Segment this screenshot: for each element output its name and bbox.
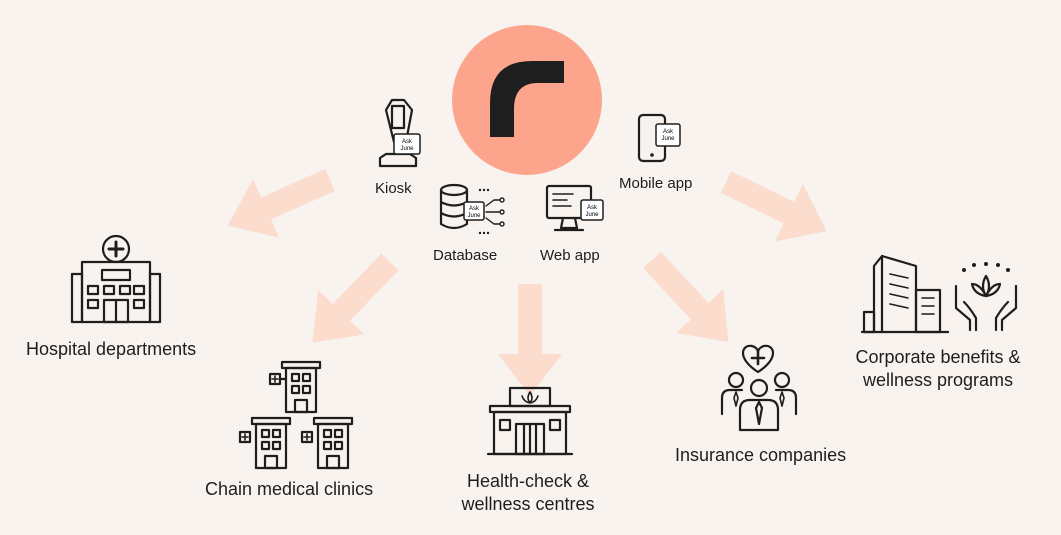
office-building-icon — [860, 254, 950, 334]
corporate-line-2: wellness programs — [862, 370, 1014, 390]
mobile-badge-text-1: Ask — [663, 129, 674, 135]
brand-logo — [452, 25, 602, 175]
corporate-line-1: Corporate benefits & — [855, 347, 1021, 367]
chain-clinics-label: Chain medical clinics — [205, 479, 374, 499]
mobile-badge-text-2: June — [661, 136, 675, 142]
hospital-departments-label: Hospital departments — [26, 339, 197, 359]
web-app-label: Web app — [540, 247, 600, 264]
web-badge-text-1: Ask — [587, 205, 598, 211]
arrow-to-clinics — [289, 239, 414, 365]
kiosk-icon: Ask June — [378, 98, 421, 168]
hands-lotus-icon — [954, 262, 1018, 332]
arrow-to-hospital — [214, 150, 344, 255]
kiosk-label: Kiosk — [375, 180, 412, 197]
phone-icon: Ask June — [637, 113, 681, 163]
corporate-label: Corporate benefits & wellness programs — [838, 346, 1038, 392]
db-badge-text-1: Ask — [469, 206, 480, 212]
database-icon: Ask June — [439, 183, 505, 235]
health-centres-line-1: Health-check & — [466, 471, 590, 491]
database-label: Database — [433, 247, 498, 264]
hospital-icon — [70, 234, 162, 324]
monitor-icon: Ask June — [545, 184, 604, 232]
db-badge-text-2: June — [467, 213, 481, 219]
web-badge-text-2: June — [585, 212, 599, 218]
kiosk-badge-text-1: Ask — [402, 139, 413, 145]
health-centres-label: Health-check & wellness centres — [448, 470, 608, 516]
kiosk-badge-text-2: June — [400, 146, 414, 152]
insurance-companies-label: Insurance companies — [675, 445, 847, 465]
health-centres-line-2: wellness centres — [461, 494, 595, 514]
arrow-to-corporate — [711, 153, 841, 260]
mobile-app-label: Mobile app — [619, 175, 693, 192]
arrow-to-health-centres — [498, 284, 562, 396]
wellness-centre-icon — [486, 386, 574, 456]
clinics-icon — [238, 360, 354, 470]
insurance-people-icon — [720, 344, 798, 432]
